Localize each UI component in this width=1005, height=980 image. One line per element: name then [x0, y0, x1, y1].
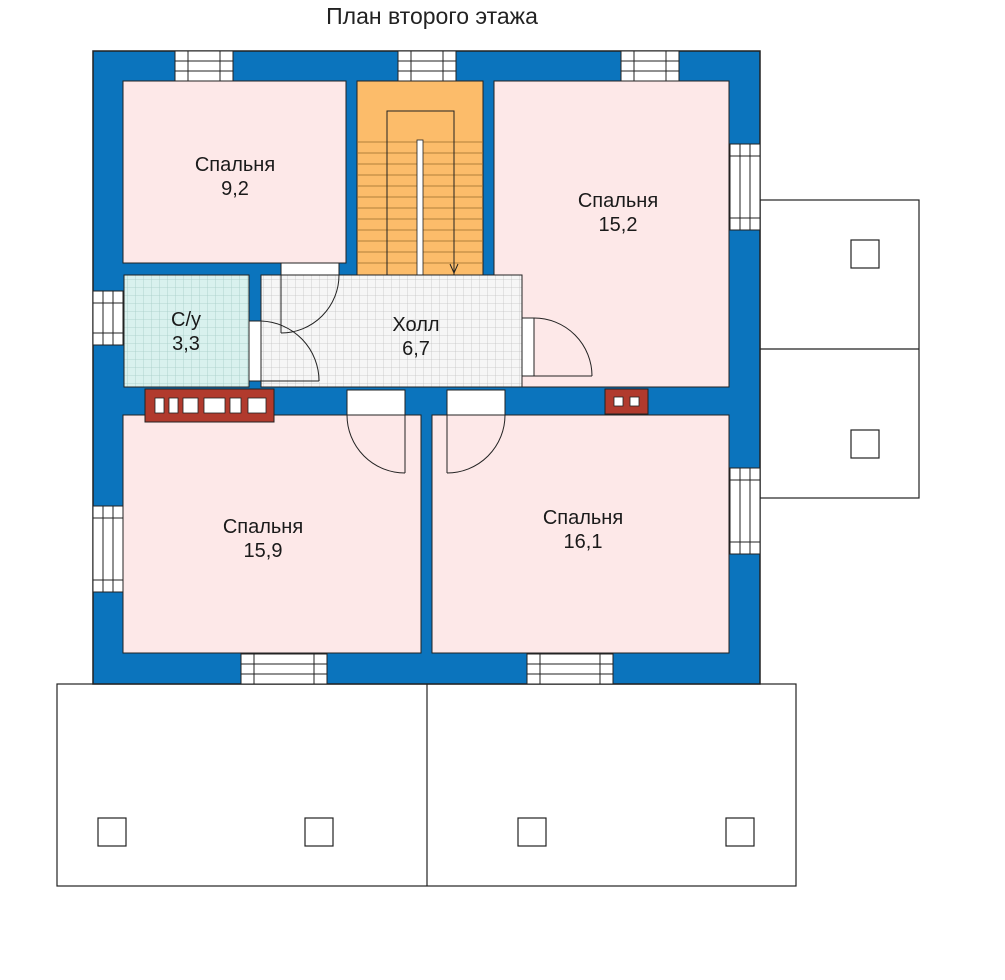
bedroom-4-name: Спальня [543, 507, 623, 529]
plan-title: План второго этажа [326, 3, 538, 29]
lower-roof [56, 683, 797, 887]
room-labels: Спальня 9,2 Спальня 15,2 С/у 3,3 Холл 6,… [171, 154, 658, 562]
door-bedroom-4 [446, 389, 506, 474]
window-top-3 [620, 50, 680, 82]
window-left-2 [92, 505, 124, 593]
window-bottom-2 [526, 653, 614, 685]
door-bathroom [248, 320, 320, 382]
hall-name: Холл [392, 314, 439, 336]
room-bedroom-1 [122, 80, 347, 264]
bathroom-name: С/у [171, 309, 201, 331]
doors [248, 262, 593, 474]
side-roof [759, 199, 920, 499]
window-right-1 [729, 143, 761, 231]
bedroom-1-name: Спальня [195, 154, 275, 176]
hall-area: 6,7 [402, 338, 430, 360]
window-right-2 [729, 467, 761, 555]
bedroom-1-area: 9,2 [221, 178, 249, 200]
ventilation-block-small [604, 388, 649, 415]
windows [92, 50, 761, 685]
ventilation-block [144, 388, 275, 423]
window-top-2 [397, 50, 457, 82]
bedroom-3-name: Спальня [223, 516, 303, 538]
room-bedroom-4 [431, 414, 730, 654]
stairs [356, 80, 484, 276]
window-top-1 [174, 50, 234, 82]
window-left-1 [92, 290, 124, 346]
bedroom-2-area: 15,2 [599, 214, 638, 236]
door-bedroom-1 [280, 262, 340, 334]
door-bedroom-2 [521, 317, 593, 377]
bathroom-area: 3,3 [172, 333, 200, 355]
bedroom-4-area: 16,1 [564, 531, 603, 553]
bedroom-3-area: 15,9 [244, 540, 283, 562]
door-bedroom-3 [346, 389, 406, 474]
room-bedroom-3 [122, 414, 422, 654]
room-bathroom [123, 274, 250, 388]
window-bottom-1 [240, 653, 328, 685]
room-hall [260, 274, 523, 388]
bedroom-2-name: Спальня [578, 190, 658, 212]
